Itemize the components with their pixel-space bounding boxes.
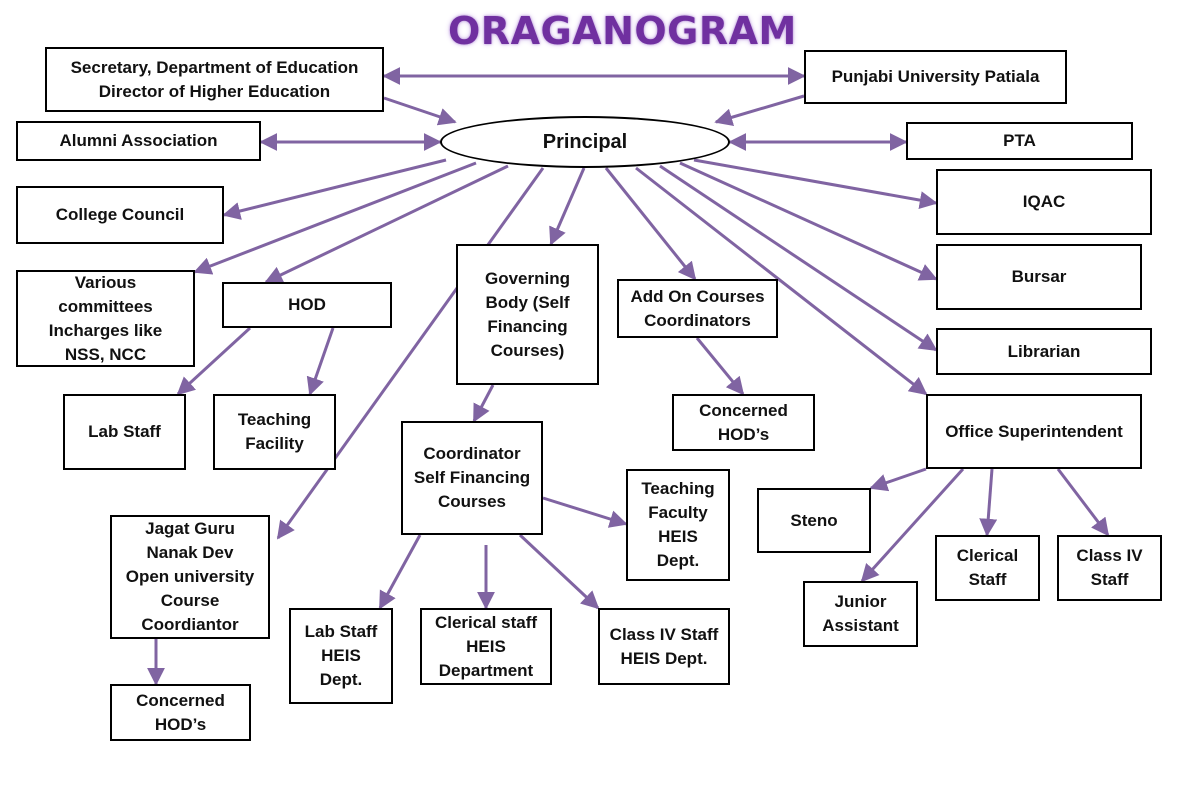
edge-principal-addon	[604, 167, 697, 281]
node-junior-assistant: Junior Assistant	[803, 581, 918, 647]
edge-office-steno	[869, 467, 927, 492]
edge-coordsf-classivheis	[518, 533, 600, 610]
edge-hod-teaching	[306, 327, 335, 396]
node-clerical-staff: Clerical Staff	[935, 535, 1040, 601]
edge-principal-governing	[549, 167, 586, 246]
node-teaching-faculty-heis: Teaching Faculty HEIS Dept.	[626, 469, 730, 581]
edge-addon-hods	[695, 337, 745, 396]
node-concerned-hods-jagat: Concerned HOD’s	[110, 684, 251, 741]
edge-office-clerical	[979, 468, 998, 537]
edge-principal-hod	[264, 164, 509, 284]
node-add-on-courses: Add On Courses Coordinators	[617, 279, 778, 338]
edge-principal-jagat	[276, 167, 545, 540]
node-punjabi-university: Punjabi University Patiala	[804, 50, 1067, 104]
edge-punjabi-principal	[714, 94, 805, 127]
node-librarian: Librarian	[936, 328, 1152, 375]
node-principal: Principal	[440, 116, 730, 168]
edge-coordsf-teachheis	[542, 496, 628, 528]
edge-hod-lab	[176, 326, 252, 396]
node-lab-staff: Lab Staff	[63, 394, 186, 470]
node-secretary: Secretary, Department of Education Direc…	[45, 47, 384, 112]
node-clerical-staff-heis: Clerical staff HEIS Department	[420, 608, 552, 685]
edge-principal-committees	[193, 161, 477, 275]
node-teaching-facility: Teaching Facility	[213, 394, 336, 470]
node-steno: Steno	[757, 488, 871, 553]
node-lab-staff-heis: Lab Staff HEIS Dept.	[289, 608, 393, 704]
edge-governing-coordsf	[472, 384, 495, 423]
node-governing-body: Governing Body (Self Financing Courses)	[456, 244, 599, 385]
edge-coordsf-labheis	[378, 534, 422, 610]
node-concerned-hods-addon: Concerned HOD’s	[672, 394, 815, 451]
edge-office-junior	[860, 467, 965, 583]
node-class-iv-staff: Class IV Staff	[1057, 535, 1162, 601]
node-pta: PTA	[906, 122, 1133, 160]
edge-principal-council	[222, 158, 447, 220]
node-alumni-association: Alumni Association	[16, 121, 261, 161]
edge-principal-bursar	[679, 161, 938, 281]
node-coordinator-self-financing: Coordinator Self Financing Courses	[401, 421, 543, 535]
node-class-iv-staff-heis: Class IV Staff HEIS Dept.	[598, 608, 730, 685]
node-various-committees: Various committees Incharges like NSS, N…	[16, 270, 195, 367]
node-iqac: IQAC	[936, 169, 1152, 235]
node-college-council: College Council	[16, 186, 224, 244]
edge-office-classiv	[1056, 468, 1110, 537]
edge-principal-librarian	[659, 164, 938, 352]
node-jagat-guru: Jagat Guru Nanak Dev Open university Cou…	[110, 515, 270, 639]
edge-principal-officesup	[635, 166, 928, 396]
node-hod: HOD	[222, 282, 392, 328]
node-bursar: Bursar	[936, 244, 1142, 310]
edge-principal-iqac	[693, 158, 938, 210]
edge-secretary-principal	[383, 96, 457, 126]
node-office-superintendent: Office Superintendent	[926, 394, 1142, 469]
